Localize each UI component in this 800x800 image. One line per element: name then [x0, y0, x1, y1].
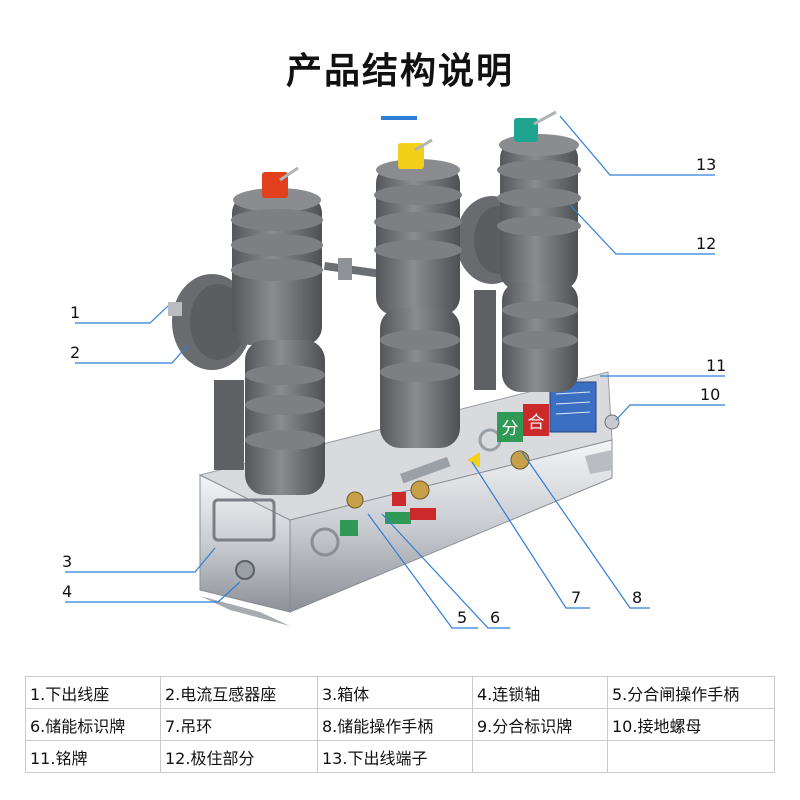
close-sign-label: 合 [528, 413, 545, 433]
table-cell: 3.箱体 [317, 676, 473, 709]
leader-2 [75, 344, 189, 364]
pole-right [474, 110, 581, 392]
callout-11: 11 [706, 356, 727, 375]
callout-5: 5 [457, 608, 468, 627]
parts-legend-table: 1.下出线座 2.电流互感器座 3.箱体 4.连锁轴 5.分合闸操作手柄 6.储… [25, 676, 775, 773]
table-cell: 9.分合标识牌 [472, 708, 608, 741]
table-row: 11.铭牌 12.极住部分 13.下出线端子 [25, 740, 775, 773]
breaker-illustration: 分 合 [65, 110, 725, 629]
table-cell: 13.下出线端子 [317, 740, 473, 773]
terminal-cap-right [514, 118, 538, 142]
callout-4: 4 [62, 582, 73, 601]
callout-3: 3 [62, 552, 73, 571]
title-underline [381, 116, 417, 120]
callout-13: 13 [696, 155, 717, 174]
table-row: 1.下出线座 2.电流互感器座 3.箱体 4.连锁轴 5.分合闸操作手柄 [25, 676, 775, 709]
leader-7 [471, 461, 590, 609]
page-title: 产品结构说明 [285, 51, 514, 92]
leader-10 [615, 404, 725, 421]
pole-left [214, 166, 325, 495]
table-cell: 8.储能操作手柄 [317, 708, 473, 741]
table-row: 6.储能标识牌 7.吊环 8.储能操作手柄 9.分合标识牌 10.接地螺母 [25, 708, 775, 741]
leader-4 [65, 581, 241, 603]
table-cell: 10.接地螺母 [607, 708, 775, 741]
callout-1: 1 [70, 303, 81, 322]
callout-8: 8 [632, 588, 643, 607]
leader-8 [521, 451, 650, 609]
callout-2: 2 [70, 343, 81, 362]
leader-5 [367, 513, 478, 629]
callout-7: 7 [571, 588, 582, 607]
table-cell [607, 740, 775, 773]
leader-lines [65, 115, 725, 629]
ground-nut [604, 414, 620, 430]
energy-sign [385, 512, 411, 524]
leader-6 [381, 513, 510, 629]
table-cell: 12.极住部分 [160, 740, 318, 773]
table-cell: 11.铭牌 [25, 740, 161, 773]
leader-13 [559, 115, 715, 176]
open-sign-label: 分 [502, 419, 519, 439]
leader-3 [65, 547, 216, 573]
table-cell: 2.电流互感器座 [160, 676, 318, 709]
open-close-sign: 分 合 [497, 404, 549, 442]
table-cell: 1.下出线座 [25, 676, 161, 709]
callout-10: 10 [700, 385, 721, 404]
leader-1 [75, 305, 169, 324]
table-cell: 4.连锁轴 [472, 676, 608, 709]
table-cell [472, 740, 608, 773]
table-cell: 7.吊环 [160, 708, 318, 741]
pole-middle [374, 138, 462, 448]
callout-6: 6 [490, 608, 501, 627]
table-cell: 5.分合闸操作手柄 [607, 676, 775, 709]
table-cell: 6.储能标识牌 [25, 708, 161, 741]
callout-12: 12 [696, 234, 717, 253]
leader-12 [569, 204, 715, 255]
